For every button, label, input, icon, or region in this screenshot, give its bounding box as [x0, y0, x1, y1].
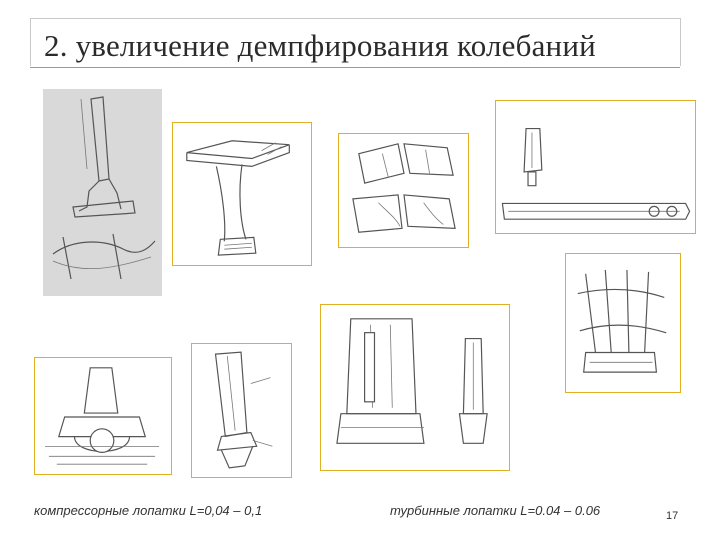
caption-turbine-blades: турбинные лопатки L=0.04 – 0.06: [390, 503, 601, 518]
title-frame-left: [30, 18, 31, 66]
shroud-diagram-figure: [338, 133, 469, 248]
blade-with-pin-figure: [191, 343, 292, 478]
page-number: 17: [666, 510, 679, 522]
caption-compressor-blades: компрессорные лопатки L=0,04 – 0,1: [34, 503, 263, 518]
compressor-blade-figure-2: [172, 122, 312, 266]
turbine-blade-row-figure: [565, 253, 681, 393]
blade-with-damper-figure: [495, 100, 696, 234]
title-frame-top: [30, 18, 680, 19]
title-underline: [30, 67, 680, 68]
compressor-blade-figure-1: [43, 89, 162, 296]
title-frame-right: [680, 18, 681, 66]
cooled-turbine-blade-figure: [320, 304, 510, 471]
slide-title: 2. увеличение демпфирования колебаний: [44, 28, 596, 63]
blade-root-section-figure: [34, 357, 172, 475]
